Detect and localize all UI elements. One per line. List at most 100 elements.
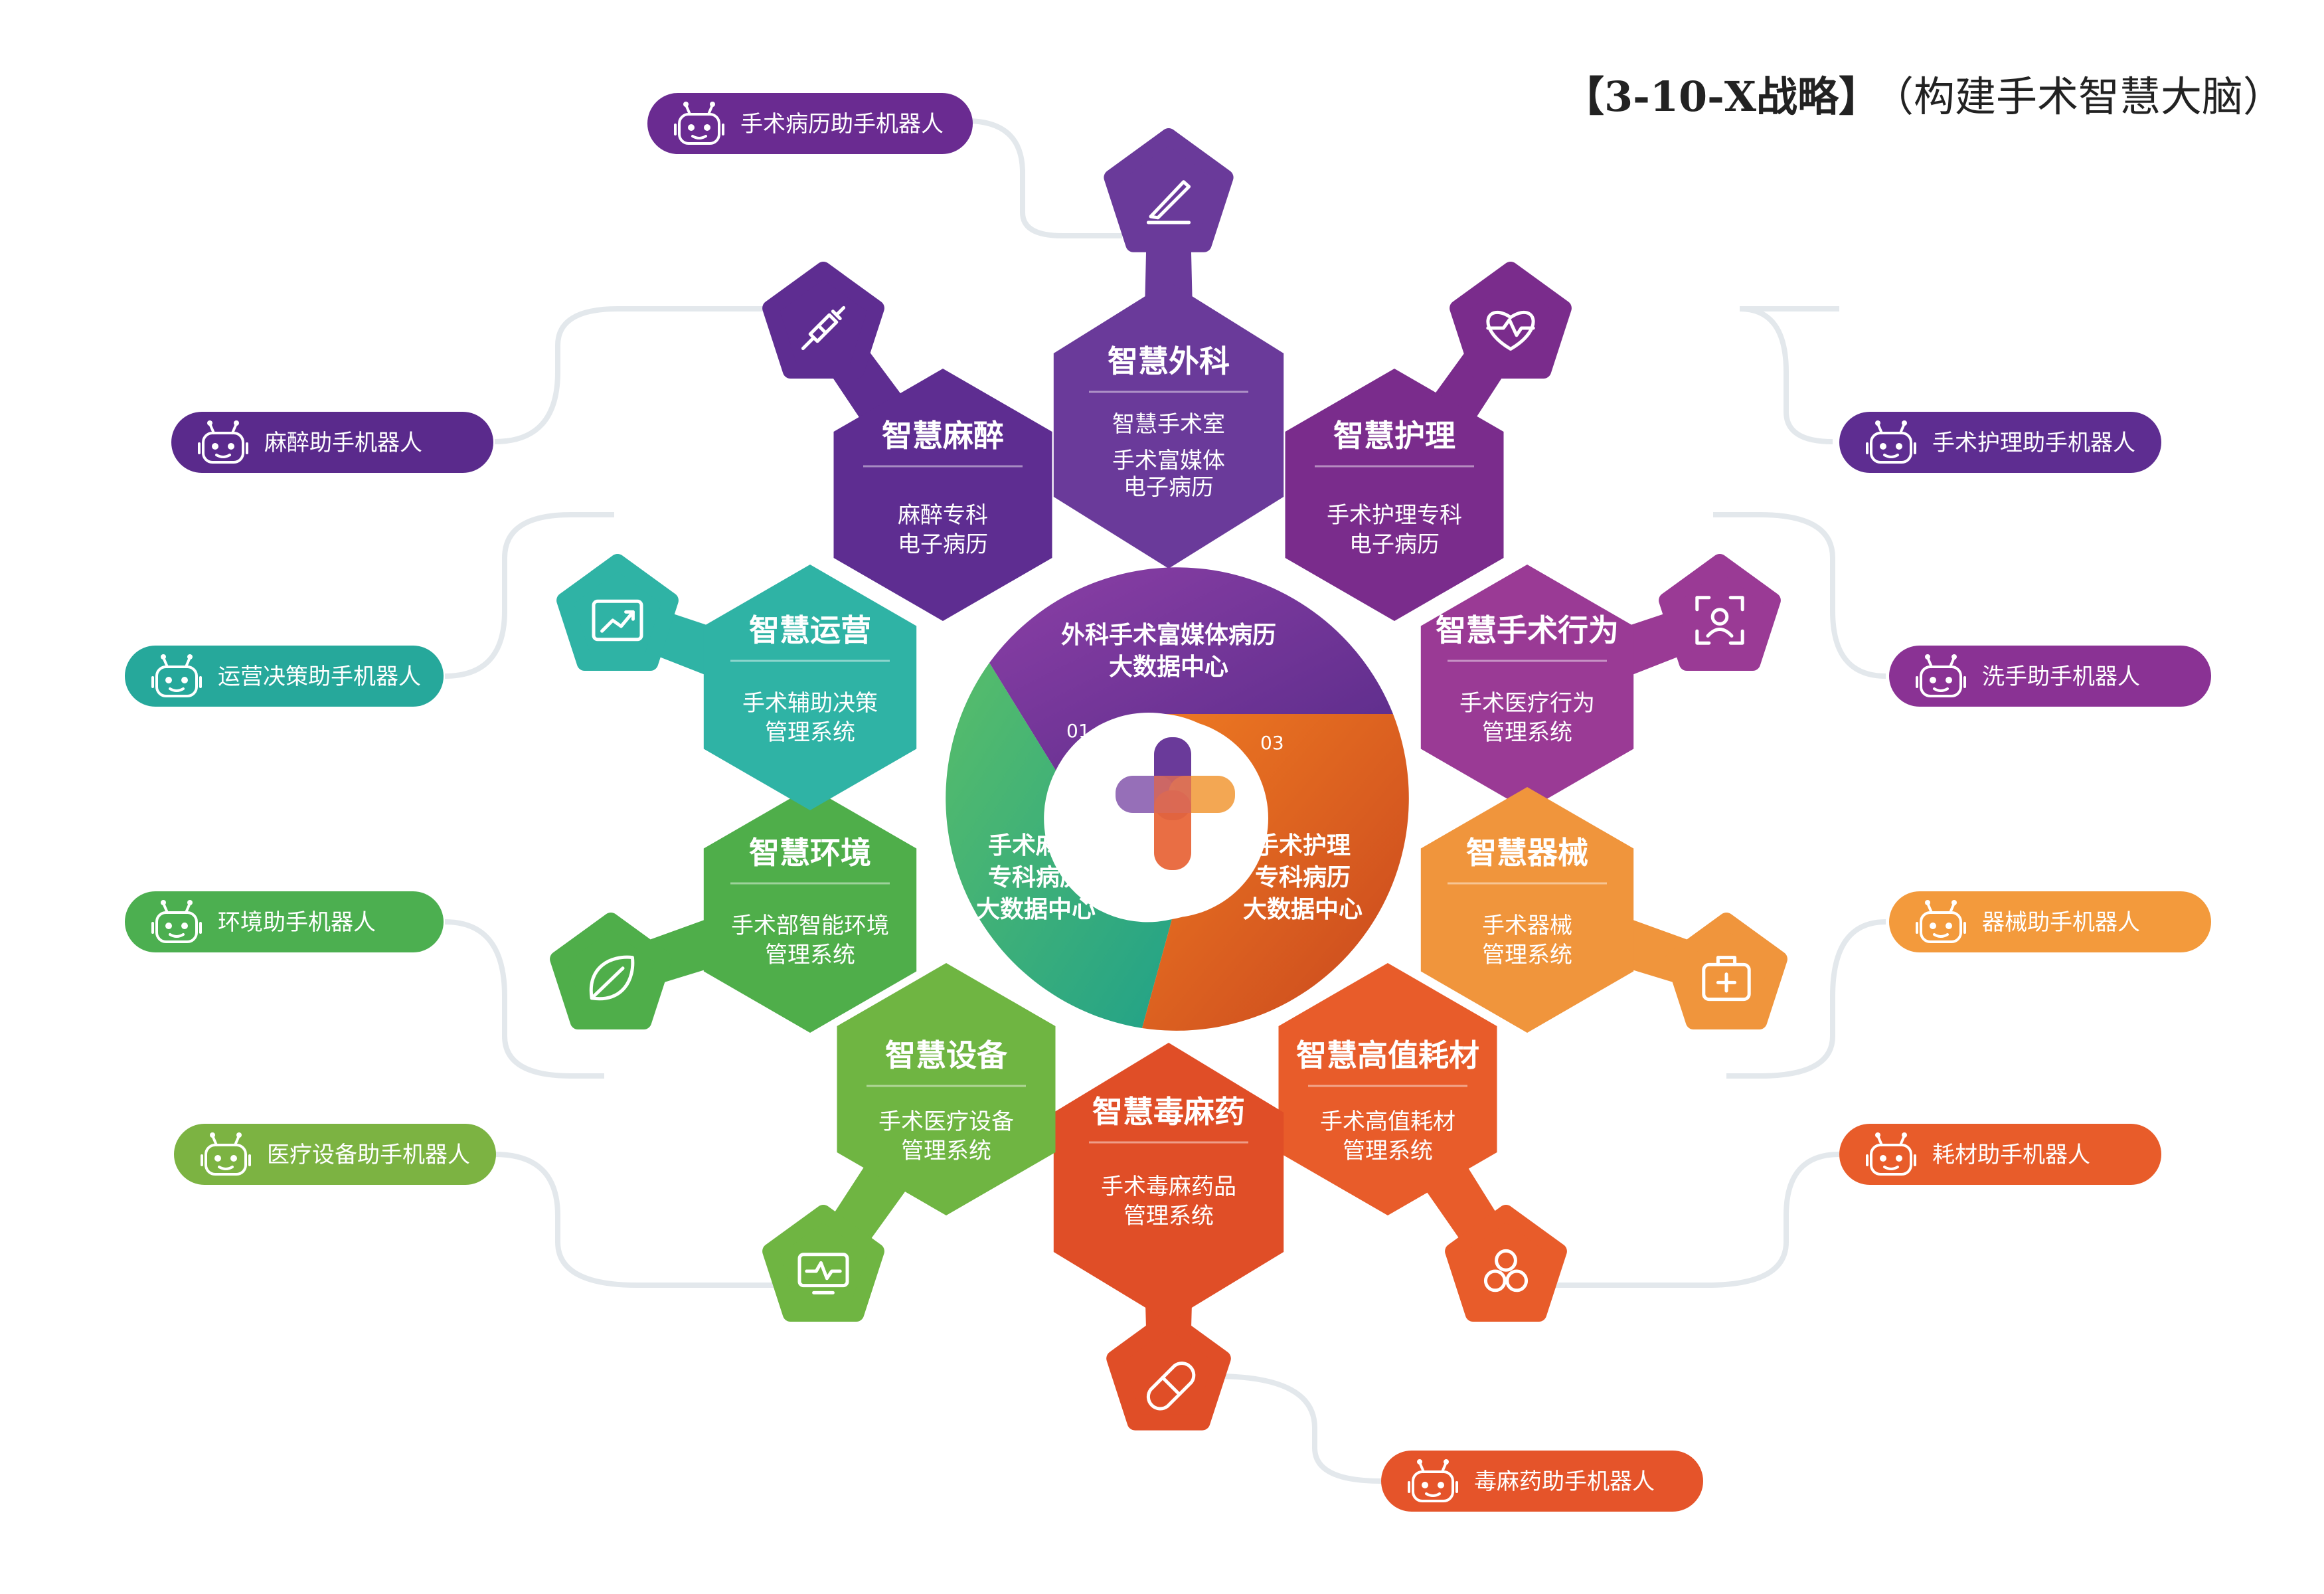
robot-pill-bg (1889, 646, 2211, 707)
robot-consumable-icon (1866, 1132, 1916, 1176)
connector-haocai (1547, 1152, 1840, 1288)
module-desc-line: 电子病历 (1123, 474, 1214, 501)
module-desc-line: 电子病历 (898, 531, 988, 558)
medical-cross-icon (1116, 737, 1235, 870)
page-title-main: 【3-10-X战略】 (1562, 72, 1880, 121)
robot-pill-qixie[interactable]: 器械助手机器人 (1889, 891, 2211, 952)
module-title: 智慧高值耗材 (1296, 1037, 1479, 1073)
core-label-line: 大数据中心 (976, 896, 1096, 923)
module-panel (1053, 1043, 1284, 1322)
module-panel (1420, 565, 1634, 810)
module-panel (837, 963, 1056, 1215)
robot-pill-bg (125, 891, 444, 952)
robot-pill-huanjing[interactable]: 环境助手机器人 (125, 891, 444, 952)
robot-pill-bg (1381, 1451, 1703, 1512)
robot-nurse-icon (1866, 420, 1916, 464)
connector-qixie (1726, 919, 1886, 1079)
robot-pill-label: 手术病历助手机器人 (740, 111, 944, 137)
robot-anesthesia-icon (198, 420, 248, 464)
module-title: 智慧设备 (885, 1037, 1008, 1073)
robot-pill-label: 毒麻药助手机器人 (1474, 1468, 1655, 1495)
page-title: 【3-10-X战略】（构建手术智慧大脑） (1563, 63, 2284, 123)
core-number-02: 02 (1150, 899, 1174, 921)
core-label-line: 大数据中心 (1243, 896, 1363, 923)
core-label-line: 外科手术富媒体病历 (1061, 621, 1276, 649)
robot-pill-label: 麻醉助手机器人 (264, 430, 422, 456)
module-desc-line: 管理系统 (1343, 1138, 1433, 1164)
module-panel (1285, 369, 1504, 621)
module-icon-node (556, 554, 679, 671)
connector-lines (444, 118, 1886, 1484)
robot-pill-label: 运营决策助手机器人 (218, 664, 421, 690)
robot-pill-bg (171, 412, 493, 473)
robot-pill-label: 器械助手机器人 (1982, 909, 2140, 936)
core-number-03: 03 (1260, 732, 1284, 754)
module-ring: 智慧外科智慧手术室手术富媒体电子病历智慧护理手术护理专科电子病历智慧手术行为手术… (550, 128, 1787, 1431)
module-icon-node (1665, 913, 1787, 1029)
face-scan-icon (1695, 596, 1744, 645)
module-title: 智慧器械 (1466, 835, 1588, 871)
module-desc-line: 电子病历 (1349, 531, 1440, 558)
robot-pill-dumayao[interactable]: 毒麻药助手机器人 (1381, 1451, 1703, 1512)
robot-pill-yunying[interactable]: 运营决策助手机器人 (125, 646, 444, 707)
core-label-line: 手术护理 (1255, 832, 1351, 859)
robot-pill-bg (1839, 1124, 2161, 1185)
module-icon-node (1445, 1205, 1567, 1322)
module-panel (1053, 282, 1284, 569)
module-title: 智慧环境 (749, 835, 871, 871)
module-icon-node (550, 913, 672, 1029)
module-desc-line: 管理系统 (765, 719, 855, 746)
module-icon-node (1659, 554, 1781, 671)
module-desc-line: 管理系统 (765, 942, 855, 968)
robot-pill-bg (125, 646, 444, 707)
module-desc-line: 手术部智能环境 (731, 913, 889, 939)
core-segment-surgery (989, 567, 1393, 770)
leaf-icon (589, 955, 635, 1001)
robot-pill-haocai[interactable]: 耗材助手机器人 (1839, 1124, 2161, 1185)
robot-pill-shebei[interactable]: 医疗设备助手机器人 (174, 1124, 496, 1185)
circles-icon (1483, 1249, 1529, 1292)
module-desc-line: 管理系统 (901, 1138, 991, 1164)
robot-pill-label: 环境助手机器人 (218, 909, 376, 936)
connector-yunying (444, 512, 614, 679)
module-desc-line: 管理系统 (1123, 1203, 1214, 1229)
robot-pill-bg (174, 1124, 496, 1185)
module-desc-line: 手术辅助决策 (742, 690, 878, 717)
module-desc-line: 手术医疗设备 (878, 1108, 1014, 1135)
robot-pill-bg (647, 93, 973, 154)
syringe-icon (801, 306, 846, 351)
robot-pill-label: 手术护理助手机器人 (1932, 430, 2135, 456)
core-segment-anesthesia (946, 663, 1172, 1028)
module-panel (1278, 963, 1497, 1215)
pill-icon (1146, 1362, 1196, 1411)
robot-pill-mazui[interactable]: 麻醉助手机器人 (171, 412, 493, 473)
module-title: 智慧毒麻药 (1092, 1094, 1245, 1130)
module-desc-line: 手术高值耗材 (1320, 1108, 1455, 1135)
robot-device-icon (201, 1132, 251, 1176)
robot-pill-hulilabel[interactable]: 手术护理助手机器人 (1839, 412, 2161, 473)
module-icon-node (1104, 128, 1234, 252)
medkit-icon (1702, 956, 1751, 1002)
robot-pill-label: 医疗设备助手机器人 (267, 1142, 470, 1168)
robot-pill-xishou[interactable]: 洗手助手机器人 (1889, 646, 2211, 707)
module-title: 智慧外科 (1108, 343, 1230, 379)
module-desc-line: 管理系统 (1482, 719, 1572, 746)
core-segment-nursing (1142, 714, 1409, 1031)
core-label-line: 专科病历 (1255, 864, 1351, 891)
connector-dumayao (1214, 1373, 1382, 1484)
robot-pill-bingli[interactable]: 手术病历助手机器人 (647, 93, 973, 154)
